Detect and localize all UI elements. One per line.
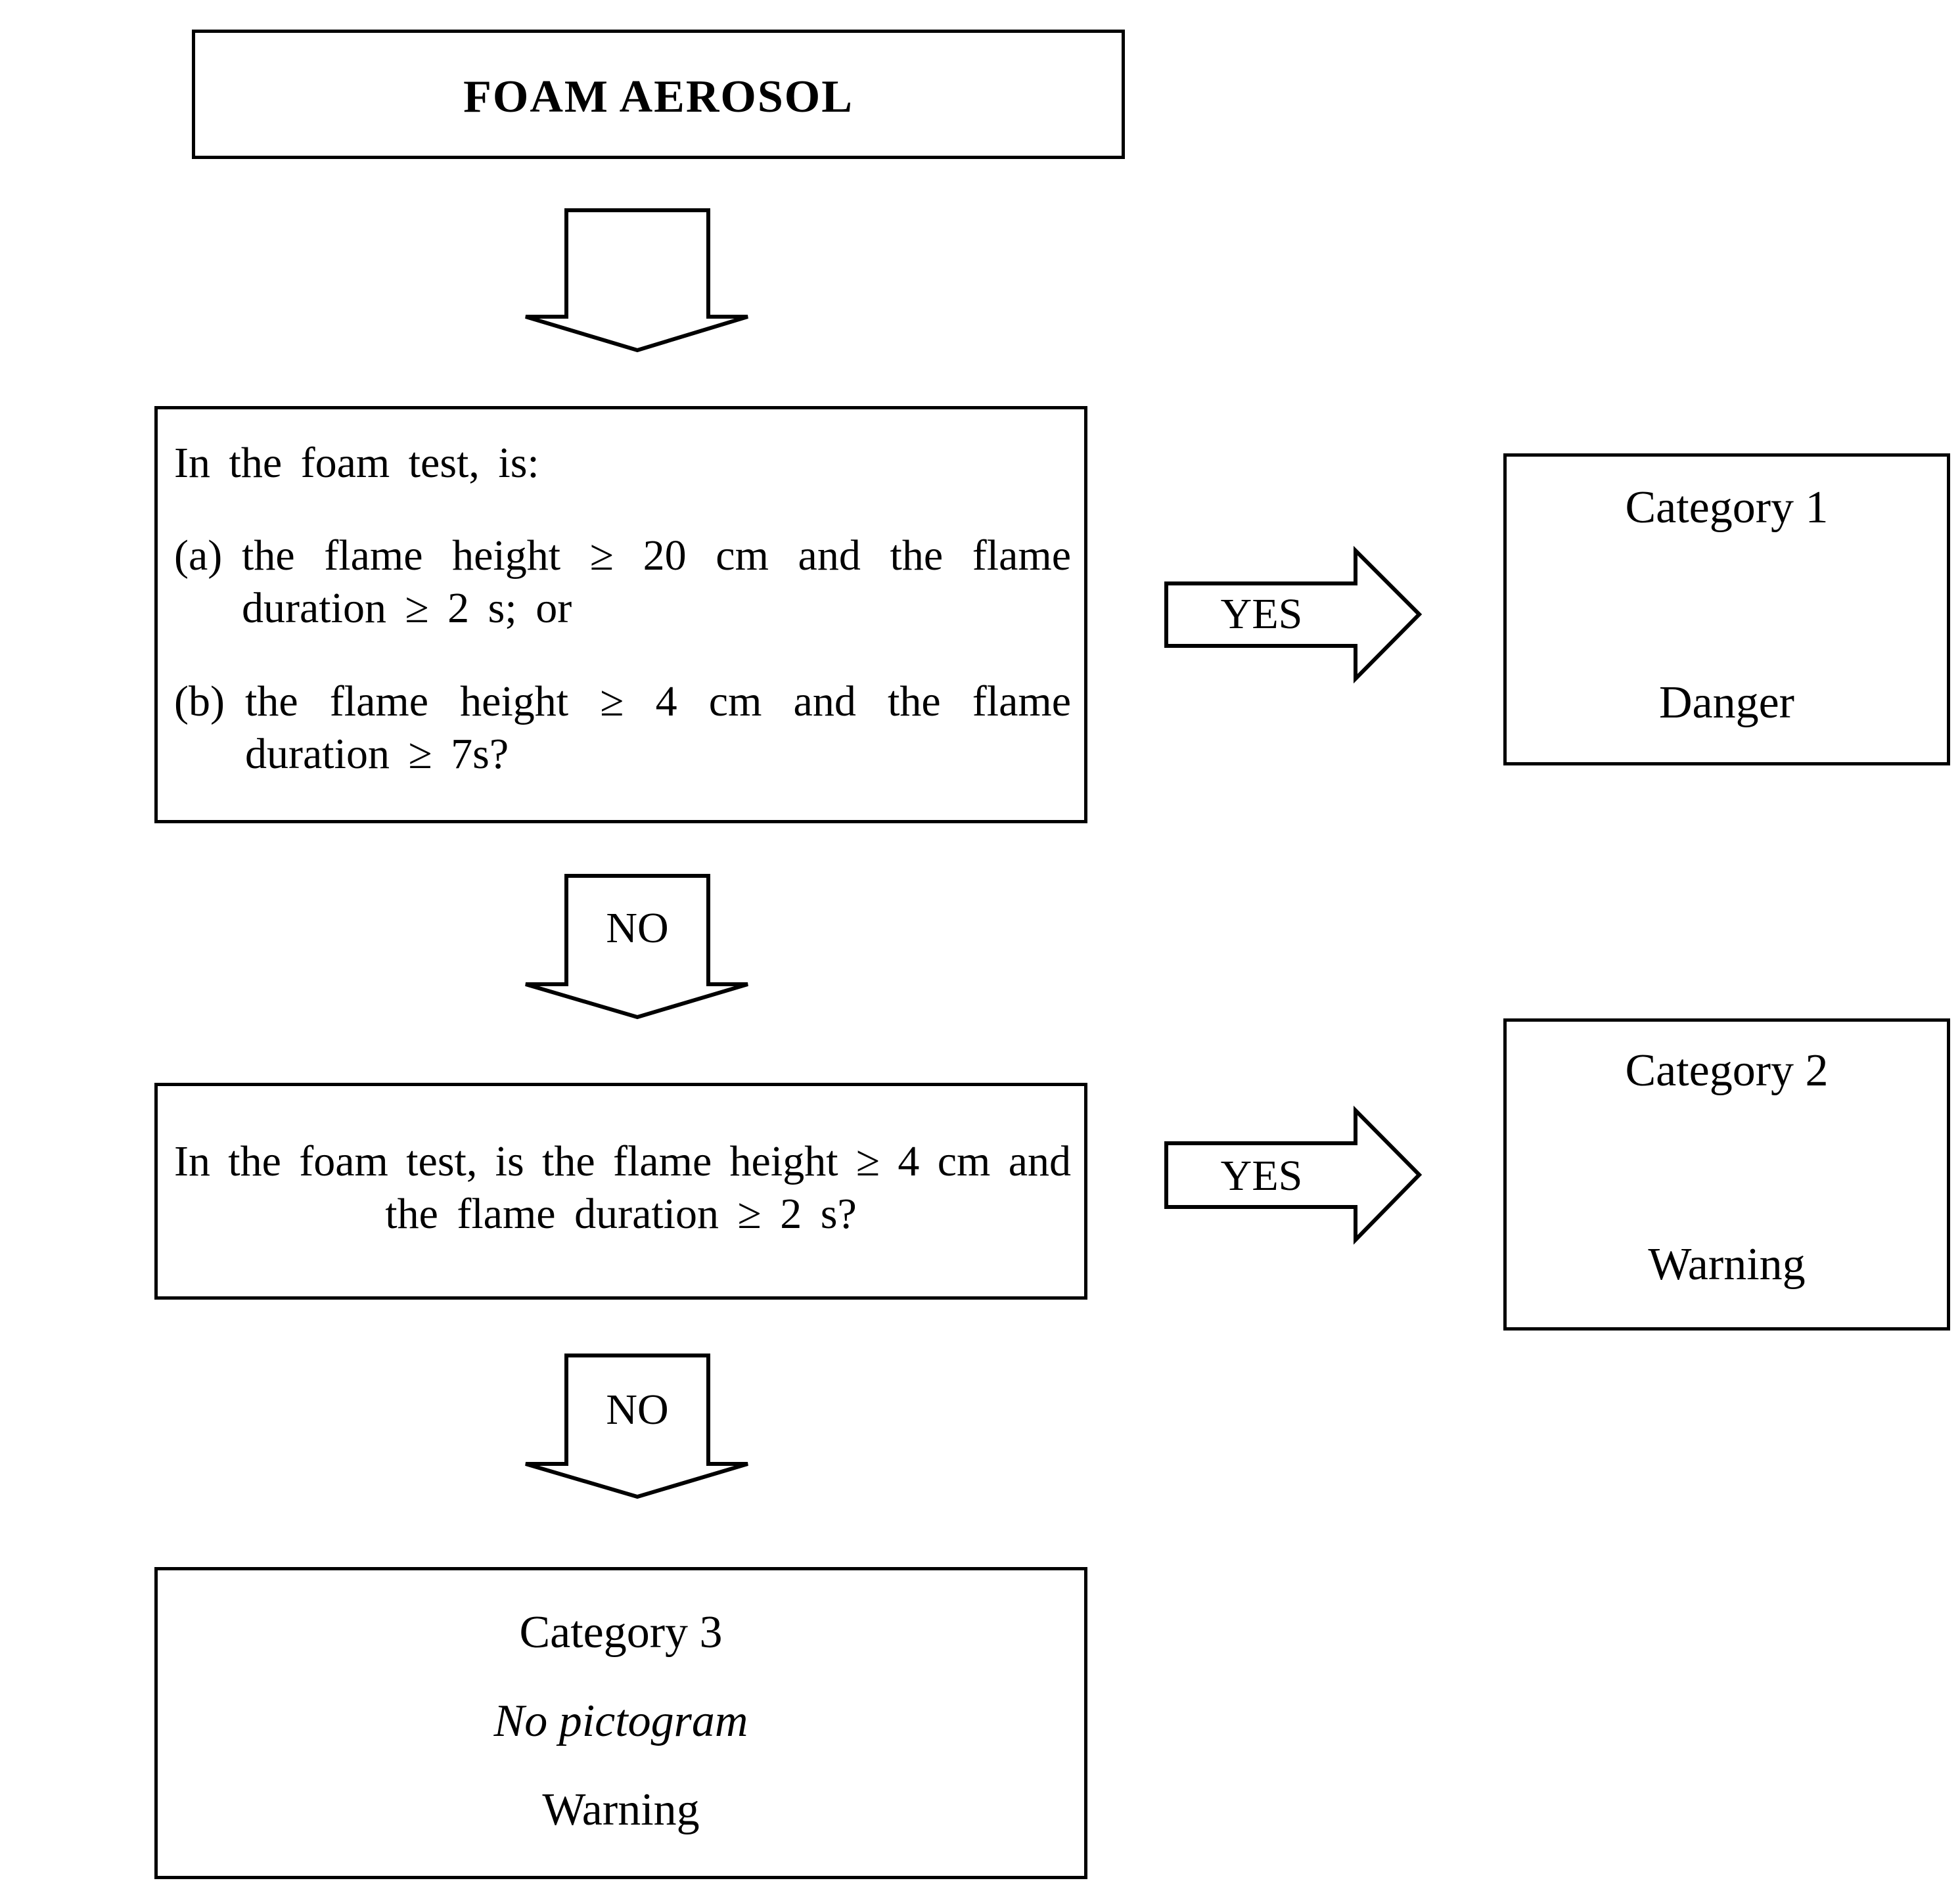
category-2-signal-word: Warning	[1648, 1239, 1806, 1290]
no-label-2: NO	[606, 1386, 669, 1434]
yes-label-1: YES	[1220, 590, 1303, 638]
right-arrow-yes-1	[1164, 545, 1423, 684]
category-3-pictogram-note: No pictogram	[493, 1696, 748, 1746]
category-1-title: Category 1	[1625, 482, 1829, 533]
option-b-line-2: duration ≥ 7s?	[245, 730, 509, 778]
question-2-line-2: the flame duration ≥ 2 s?	[385, 1190, 857, 1238]
yes-label-2: YES	[1220, 1152, 1303, 1200]
category-1-signal-word: Danger	[1658, 677, 1794, 728]
question-2-line-1: In the foam test, is the flame height ≥ …	[174, 1137, 1071, 1185]
title-box: FOAM AEROSOL	[192, 30, 1125, 159]
down-arrow-no-2	[525, 1354, 748, 1499]
option-b-marker: (b)	[174, 677, 225, 725]
category-3-box: Category 3 No pictogram Warning	[154, 1567, 1087, 1879]
option-a-marker: (a)	[174, 532, 223, 580]
option-b-line-1: the flame height ≥ 4 cm and the flame	[245, 677, 1071, 725]
category-3-signal-word: Warning	[542, 1785, 700, 1835]
question-2-box: In the foam test, is the flame height ≥ …	[154, 1083, 1087, 1300]
question-1-box: In the foam test, is: (a) the flame heig…	[154, 406, 1087, 823]
no-label-1: NO	[606, 904, 669, 952]
category-2-title: Category 2	[1625, 1045, 1829, 1096]
category-3-title: Category 3	[519, 1607, 723, 1658]
down-arrow-1	[525, 208, 748, 353]
category-1-box: Category 1 Danger	[1503, 453, 1950, 765]
category-2-box: Category 2 Warning	[1503, 1018, 1950, 1331]
question-1-intro: In the foam test, is:	[174, 439, 539, 487]
right-arrow-yes-2	[1164, 1105, 1423, 1245]
down-arrow-no-1	[525, 874, 748, 1020]
title-text: FOAM AEROSOL	[463, 72, 854, 122]
option-a-line-2: duration ≥ 2 s; or	[242, 584, 572, 632]
option-a-line-1: the flame height ≥ 20 cm and the flame	[242, 532, 1071, 580]
